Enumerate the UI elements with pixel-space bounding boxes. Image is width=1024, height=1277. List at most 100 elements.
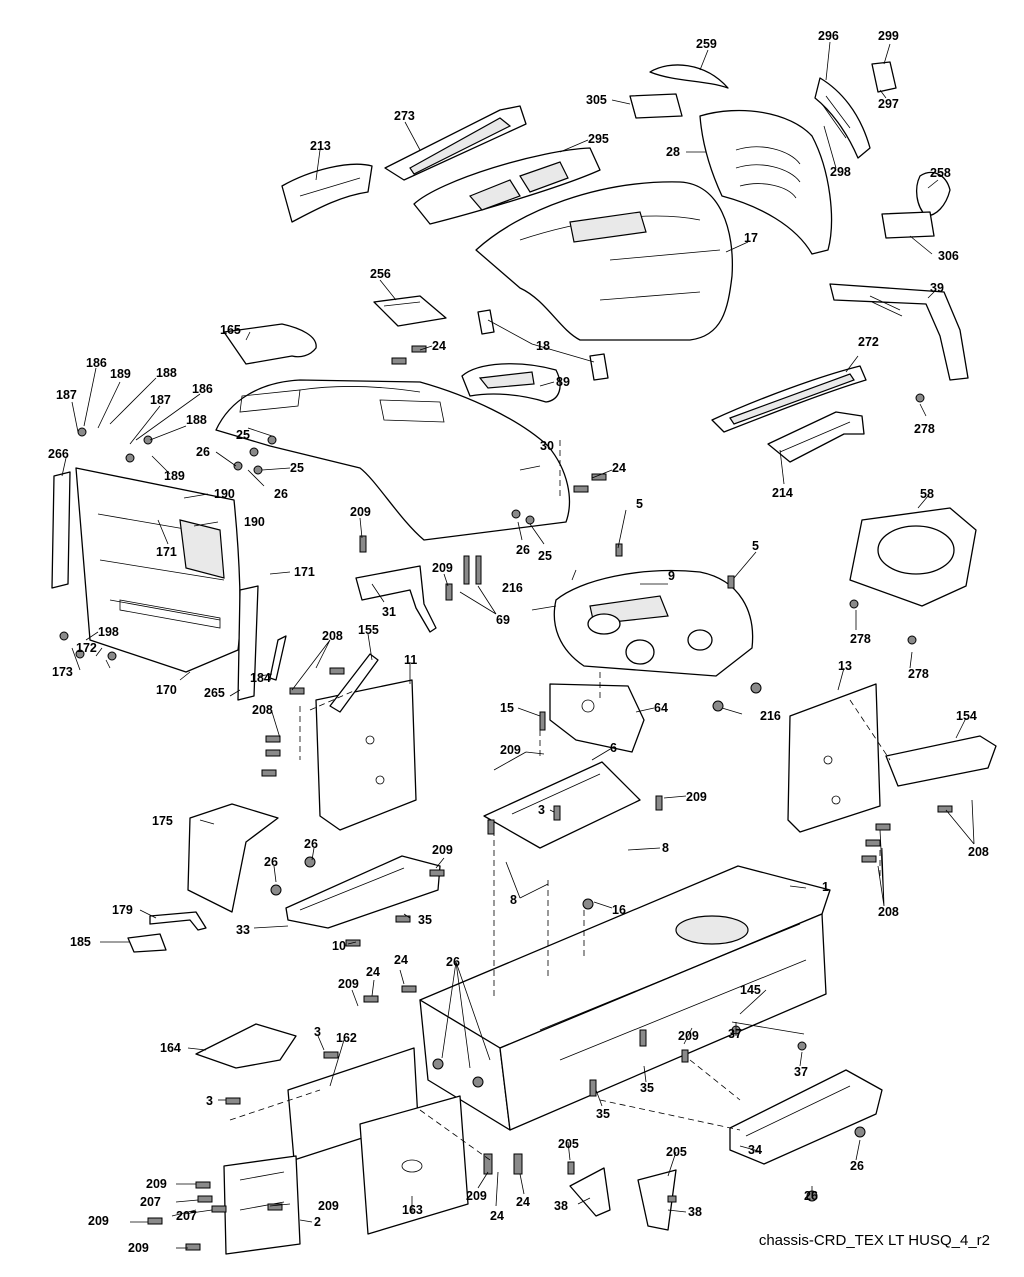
callout-31: 31 (382, 605, 396, 619)
callout-272: 272 (858, 335, 879, 349)
callout-256: 256 (370, 267, 391, 281)
part-163-plate (359, 1095, 469, 1235)
callout-185: 185 (70, 935, 91, 949)
hardware-fasteners (59, 345, 953, 1251)
callout-37b: 37 (794, 1065, 808, 1079)
part-258-light-cover (915, 171, 951, 217)
callout-186b: 186 (192, 382, 213, 396)
callout-164: 164 (160, 1041, 181, 1055)
part-299-bracket (871, 61, 897, 93)
callout-165: 165 (220, 323, 241, 337)
callout-278a: 278 (914, 422, 935, 436)
callout-38b: 38 (688, 1205, 702, 1219)
callout-170: 170 (156, 683, 177, 697)
callout-213: 213 (310, 139, 331, 153)
callout-24e: 24 (490, 1209, 504, 1223)
callout-24b: 24 (612, 461, 626, 475)
part-18-pad (477, 309, 609, 381)
callout-25c: 25 (538, 549, 552, 563)
callout-188a: 188 (156, 366, 177, 380)
callout-208a: 208 (322, 629, 343, 643)
callout-16: 16 (612, 903, 626, 917)
callout-26d: 26 (304, 837, 318, 851)
callout-38a: 38 (554, 1199, 568, 1213)
callout-64: 64 (654, 701, 668, 715)
callout-39: 39 (930, 281, 944, 295)
callout-273: 273 (394, 109, 415, 123)
part-155-bracket (329, 653, 379, 713)
callout-207a: 207 (140, 1195, 161, 1209)
callout-30: 30 (540, 439, 554, 453)
callout-305: 305 (586, 93, 607, 107)
part-39-bracket (829, 283, 969, 381)
callout-209b: 209 (432, 561, 453, 575)
part-58-dash-bezel (849, 507, 977, 607)
callout-296: 296 (818, 29, 839, 43)
callout-187b: 187 (150, 393, 171, 407)
part-9-dash-console (553, 569, 754, 677)
callout-2: 2 (314, 1215, 321, 1229)
part-259-hood-trim (649, 64, 729, 89)
part-295-air-intake (413, 147, 601, 225)
callout-28: 28 (666, 145, 680, 159)
callout-186a: 186 (86, 356, 107, 370)
callout-5a: 5 (636, 497, 643, 511)
part-11-side-panel (315, 679, 417, 831)
callout-209a: 209 (350, 505, 371, 519)
callout-9: 9 (668, 569, 675, 583)
callout-278b: 278 (850, 632, 871, 646)
part-145-rod (731, 1021, 805, 1035)
callout-209l: 209 (128, 1241, 149, 1255)
callout-209k: 209 (466, 1189, 487, 1203)
callout-171a: 171 (156, 545, 177, 559)
callout-3c: 3 (206, 1094, 213, 1108)
part-30-fender (215, 379, 571, 541)
callout-208b: 208 (252, 703, 273, 717)
part-273-grille-strip (384, 105, 527, 181)
part-31-bracket (355, 565, 437, 633)
callout-15: 15 (500, 701, 514, 715)
callout-259: 259 (696, 37, 717, 51)
part-179-rod (149, 911, 207, 931)
callout-208c: 208 (968, 845, 989, 859)
callout-209g: 209 (678, 1029, 699, 1043)
callout-205a: 205 (558, 1137, 579, 1151)
callout-10: 10 (332, 939, 346, 953)
callout-190a: 190 (214, 487, 235, 501)
part-89-seat-pan (461, 363, 561, 403)
callout-184: 184 (250, 671, 271, 685)
part-13-side-panel (787, 683, 881, 833)
callout-209f: 209 (338, 977, 359, 991)
callout-8b: 8 (510, 893, 517, 907)
callout-26g: 26 (850, 1159, 864, 1173)
part-34-front-step (729, 1069, 883, 1165)
part-213-cover (281, 163, 373, 223)
callout-25b: 25 (290, 461, 304, 475)
callout-295: 295 (588, 132, 609, 146)
part-17-hood (475, 181, 734, 341)
part-184-lever (269, 635, 287, 681)
callout-265: 265 (204, 686, 225, 700)
callout-208d: 208 (878, 905, 899, 919)
part-296-side-panel (814, 77, 871, 159)
part-256-panel (373, 295, 447, 327)
part-154-bracket (885, 735, 997, 787)
callout-26b: 26 (274, 487, 288, 501)
assembly-lines (229, 440, 891, 1161)
callout-18: 18 (536, 339, 550, 353)
part-214-bracket (767, 411, 865, 463)
callout-24d: 24 (366, 965, 380, 979)
part-33-foot-pedal (285, 855, 441, 929)
callout-6: 6 (610, 741, 617, 755)
part-272-grille (711, 365, 867, 433)
callout-187a: 187 (56, 388, 77, 402)
callout-155: 155 (358, 623, 379, 637)
callout-26c: 26 (516, 543, 530, 557)
callout-190b: 190 (244, 515, 265, 529)
callout-24f: 24 (516, 1195, 530, 1209)
callout-207b: 207 (176, 1209, 197, 1223)
callout-179: 179 (112, 903, 133, 917)
leader-lines (61, 41, 975, 1249)
part-185-pedal (127, 933, 167, 953)
callout-299: 299 (878, 29, 899, 43)
